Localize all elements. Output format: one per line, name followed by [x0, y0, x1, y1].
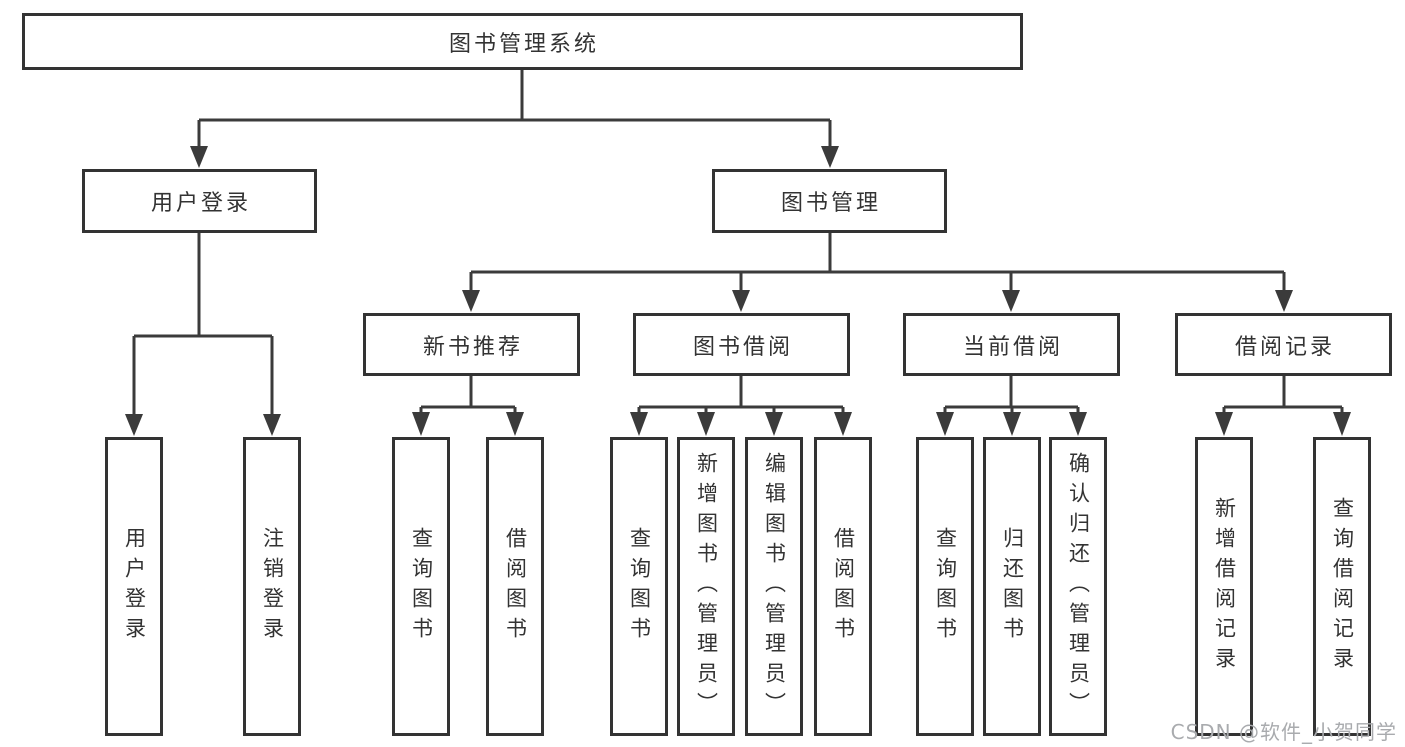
- node-leaf-query-books-borrow: 查询图书: [610, 437, 668, 736]
- connector-user-login-children: [125, 233, 281, 436]
- node-leaf-add-books-admin: 新增图书（管理员）: [677, 437, 735, 736]
- connector-root-to-level2: [190, 70, 839, 168]
- node-user-login: 用户登录: [82, 169, 317, 233]
- node-leaf-return-books: 归还图书: [983, 437, 1041, 736]
- node-leaf-add-borrow-record: 新增借阅记录: [1195, 437, 1253, 736]
- watermark-text: CSDN @软件_小贺同学: [1170, 720, 1397, 744]
- connector-book-management-children: [462, 233, 1293, 312]
- node-leaf-confirm-return-admin: 确认归还（管理员）: [1049, 437, 1107, 736]
- node-leaf-logout: 注销登录: [243, 437, 301, 736]
- node-leaf-borrow-books: 借阅图书: [814, 437, 872, 736]
- connector-new-book-children: [412, 376, 524, 436]
- node-borrowing-records: 借阅记录: [1175, 313, 1392, 376]
- node-current-borrowing: 当前借阅: [903, 313, 1120, 376]
- node-leaf-query-books-recommend: 查询图书: [392, 437, 450, 736]
- node-leaf-edit-books-admin: 编辑图书（管理员）: [745, 437, 803, 736]
- node-leaf-user-login: 用户登录: [105, 437, 163, 736]
- node-book-management: 图书管理: [712, 169, 947, 233]
- node-leaf-query-books-current: 查询图书: [916, 437, 974, 736]
- node-leaf-query-borrow-record: 查询借阅记录: [1313, 437, 1371, 736]
- node-new-book-recommendation: 新书推荐: [363, 313, 580, 376]
- connector-book-borrow-children: [630, 376, 852, 436]
- node-leaf-borrow-books-recommend: 借阅图书: [486, 437, 544, 736]
- connector-borrow-record-children: [1215, 376, 1351, 436]
- node-library-management-system: 图书管理系统: [22, 13, 1023, 70]
- node-book-borrowing: 图书借阅: [633, 313, 850, 376]
- connector-current-borrow-children: [936, 376, 1087, 436]
